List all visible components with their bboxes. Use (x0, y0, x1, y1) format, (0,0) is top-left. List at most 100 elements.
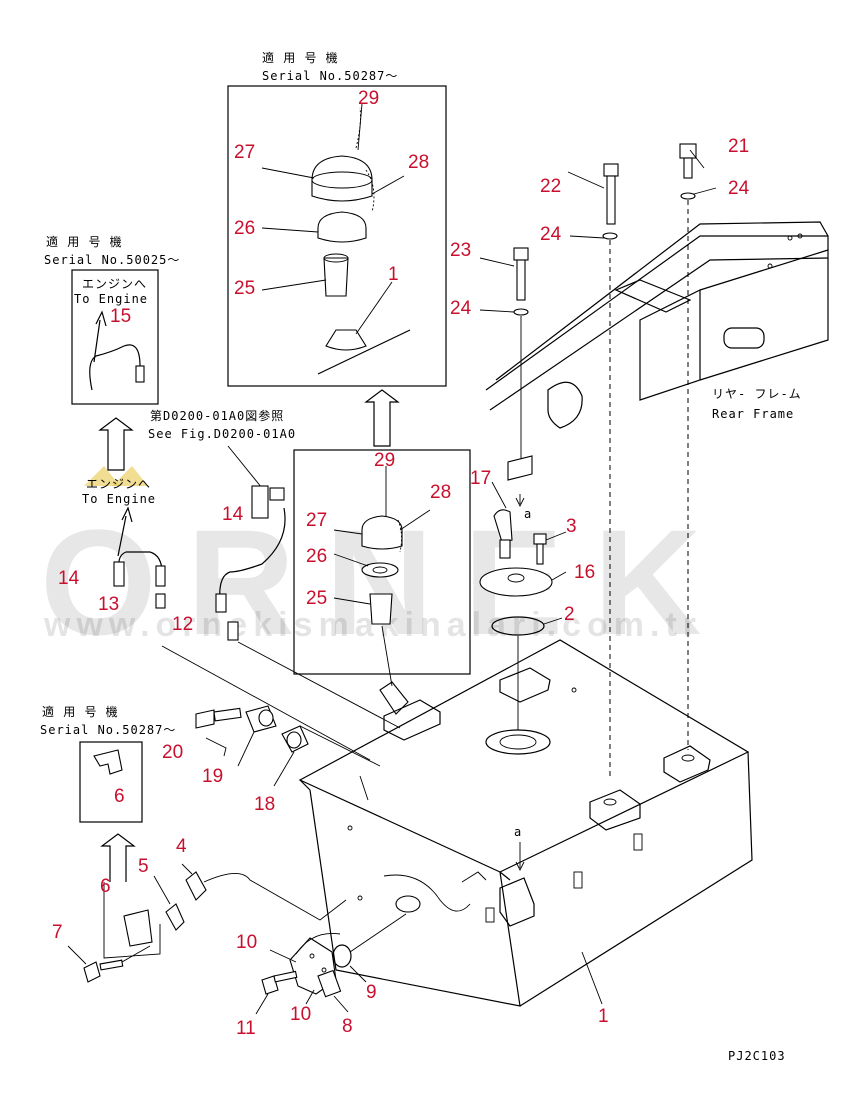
strainer-25 (369, 593, 393, 625)
label-29-top: 29 (358, 88, 379, 109)
rear-frame-jp: リヤ- フレ-ム (712, 387, 802, 401)
label-23: 23 (450, 240, 471, 261)
label-15: 15 (110, 306, 131, 327)
label-9: 9 (366, 982, 377, 1003)
fitting-13 (155, 593, 166, 609)
engine-label-en-1: To Engine (74, 292, 148, 306)
cap-27 (361, 515, 403, 550)
gasket-2 (491, 616, 545, 636)
filler-neck-top (325, 329, 367, 351)
rear-frame (485, 221, 829, 429)
label-19: 19 (202, 766, 223, 787)
see-fig-jp: 第D0200-01A0図参照 (150, 408, 284, 423)
washer-24-right (680, 192, 696, 200)
inset-left-frame (71, 269, 159, 405)
fitting-5 (165, 903, 185, 931)
label-4: 4 (176, 836, 187, 857)
bolt-22-head (603, 163, 619, 177)
label-17: 17 (470, 468, 491, 489)
bolt-7-head (83, 961, 101, 983)
label-8: 8 (342, 1016, 353, 1037)
label-1-top: 1 (388, 264, 399, 285)
inset-top-frame (227, 85, 447, 387)
view-a-label-top: a (524, 507, 532, 521)
label-24-mid: 24 (540, 224, 562, 245)
breather-17 (493, 509, 513, 543)
bracket-6-inset (93, 749, 123, 775)
part-number-labels: 29 27 28 26 25 1 15 22 21 24 24 23 24 29… (52, 88, 750, 1039)
bolt-22 (606, 175, 616, 225)
label-26: 26 (306, 546, 327, 567)
engine-label-jp-2: エンジンへ (86, 477, 151, 491)
cap-26-top (317, 211, 367, 243)
label-22: 22 (540, 176, 561, 197)
bolt-23 (516, 259, 526, 301)
label-3: 3 (566, 516, 577, 537)
label-1: 1 (598, 1006, 609, 1027)
label-27: 27 (306, 510, 327, 531)
bolt-3 (536, 543, 544, 565)
fitting-12 (227, 621, 239, 641)
label-21: 21 (728, 136, 749, 157)
label-2: 2 (564, 604, 575, 625)
washer-24-mid (602, 232, 618, 240)
label-16: 16 (574, 562, 595, 583)
bolt-20 (213, 707, 242, 722)
label-24-left: 24 (450, 298, 472, 319)
filler-group-frame (293, 449, 471, 675)
line-15-arrow (93, 310, 107, 363)
fuel-line-15 (89, 344, 141, 391)
label-25: 25 (306, 588, 327, 609)
bottom-serial-label: Serial No.50287～ (40, 723, 176, 737)
view-a-label-tank: a (514, 825, 522, 839)
o-ring-9 (332, 944, 352, 968)
label-29: 29 (374, 450, 395, 471)
inset-top-cap: 適 用 号 機 Serial No.50287～ (227, 50, 447, 387)
label-5: 5 (138, 856, 149, 877)
label-26-top: 26 (234, 218, 255, 239)
watermark-url: www.ornekismakinalari.com.tr (43, 606, 702, 644)
inset-bracket-frame (79, 741, 143, 823)
arrow-to-top-inset (364, 389, 400, 447)
rear-frame-en: Rear Frame (712, 407, 794, 421)
label-25-top: 25 (234, 278, 255, 299)
cap-27-top (311, 155, 373, 202)
bolt-21-head (679, 143, 697, 159)
label-24-right: 24 (728, 178, 750, 199)
label-20: 20 (162, 742, 183, 763)
label-12: 12 (172, 614, 193, 635)
left-applicable-label: 適 用 号 機 (46, 234, 123, 249)
label-10-lower: 10 (290, 1004, 311, 1025)
label-28-top: 28 (408, 152, 429, 173)
engine-label-en-2: To Engine (82, 492, 156, 506)
arrow-to-bracket-inset (100, 833, 136, 882)
see-fig-en: See Fig.D0200-01A0 (148, 427, 296, 441)
label-14-mid: 14 (222, 504, 244, 525)
washer-24-left (513, 308, 529, 316)
label-10-upper: 10 (236, 932, 257, 953)
bolt-20-head (195, 709, 215, 729)
label-27-top: 27 (234, 142, 255, 163)
inset-engine-line: 適 用 号 機 Serial No.50025～ エンジンへ To Engine (44, 234, 179, 405)
engine-label-jp-1: エンジンへ (82, 277, 147, 291)
strainer-25-top (323, 257, 349, 297)
bottom-applicable-label: 適 用 号 機 (42, 704, 119, 719)
tank-top-opening (485, 729, 551, 755)
label-7: 7 (52, 922, 63, 943)
bolt-11-head (261, 975, 279, 995)
filter-unit (251, 485, 269, 519)
bolt-23-head (513, 247, 529, 261)
top-serial-label: Serial No.50287～ (262, 69, 398, 83)
clamp-4 (185, 871, 207, 901)
filler-neck (379, 681, 409, 715)
arrow-to-left-inset (98, 417, 134, 471)
label-13: 13 (98, 594, 119, 615)
bolt-11 (273, 970, 298, 983)
line-14-arrow (117, 506, 133, 557)
bolt-7 (99, 959, 124, 971)
drawing-code: PJ2C103 (728, 1049, 786, 1063)
block-17 (507, 455, 533, 481)
fuel-line-14 (219, 507, 286, 603)
label-6-inset: 6 (114, 786, 125, 807)
tank-port (395, 895, 421, 913)
